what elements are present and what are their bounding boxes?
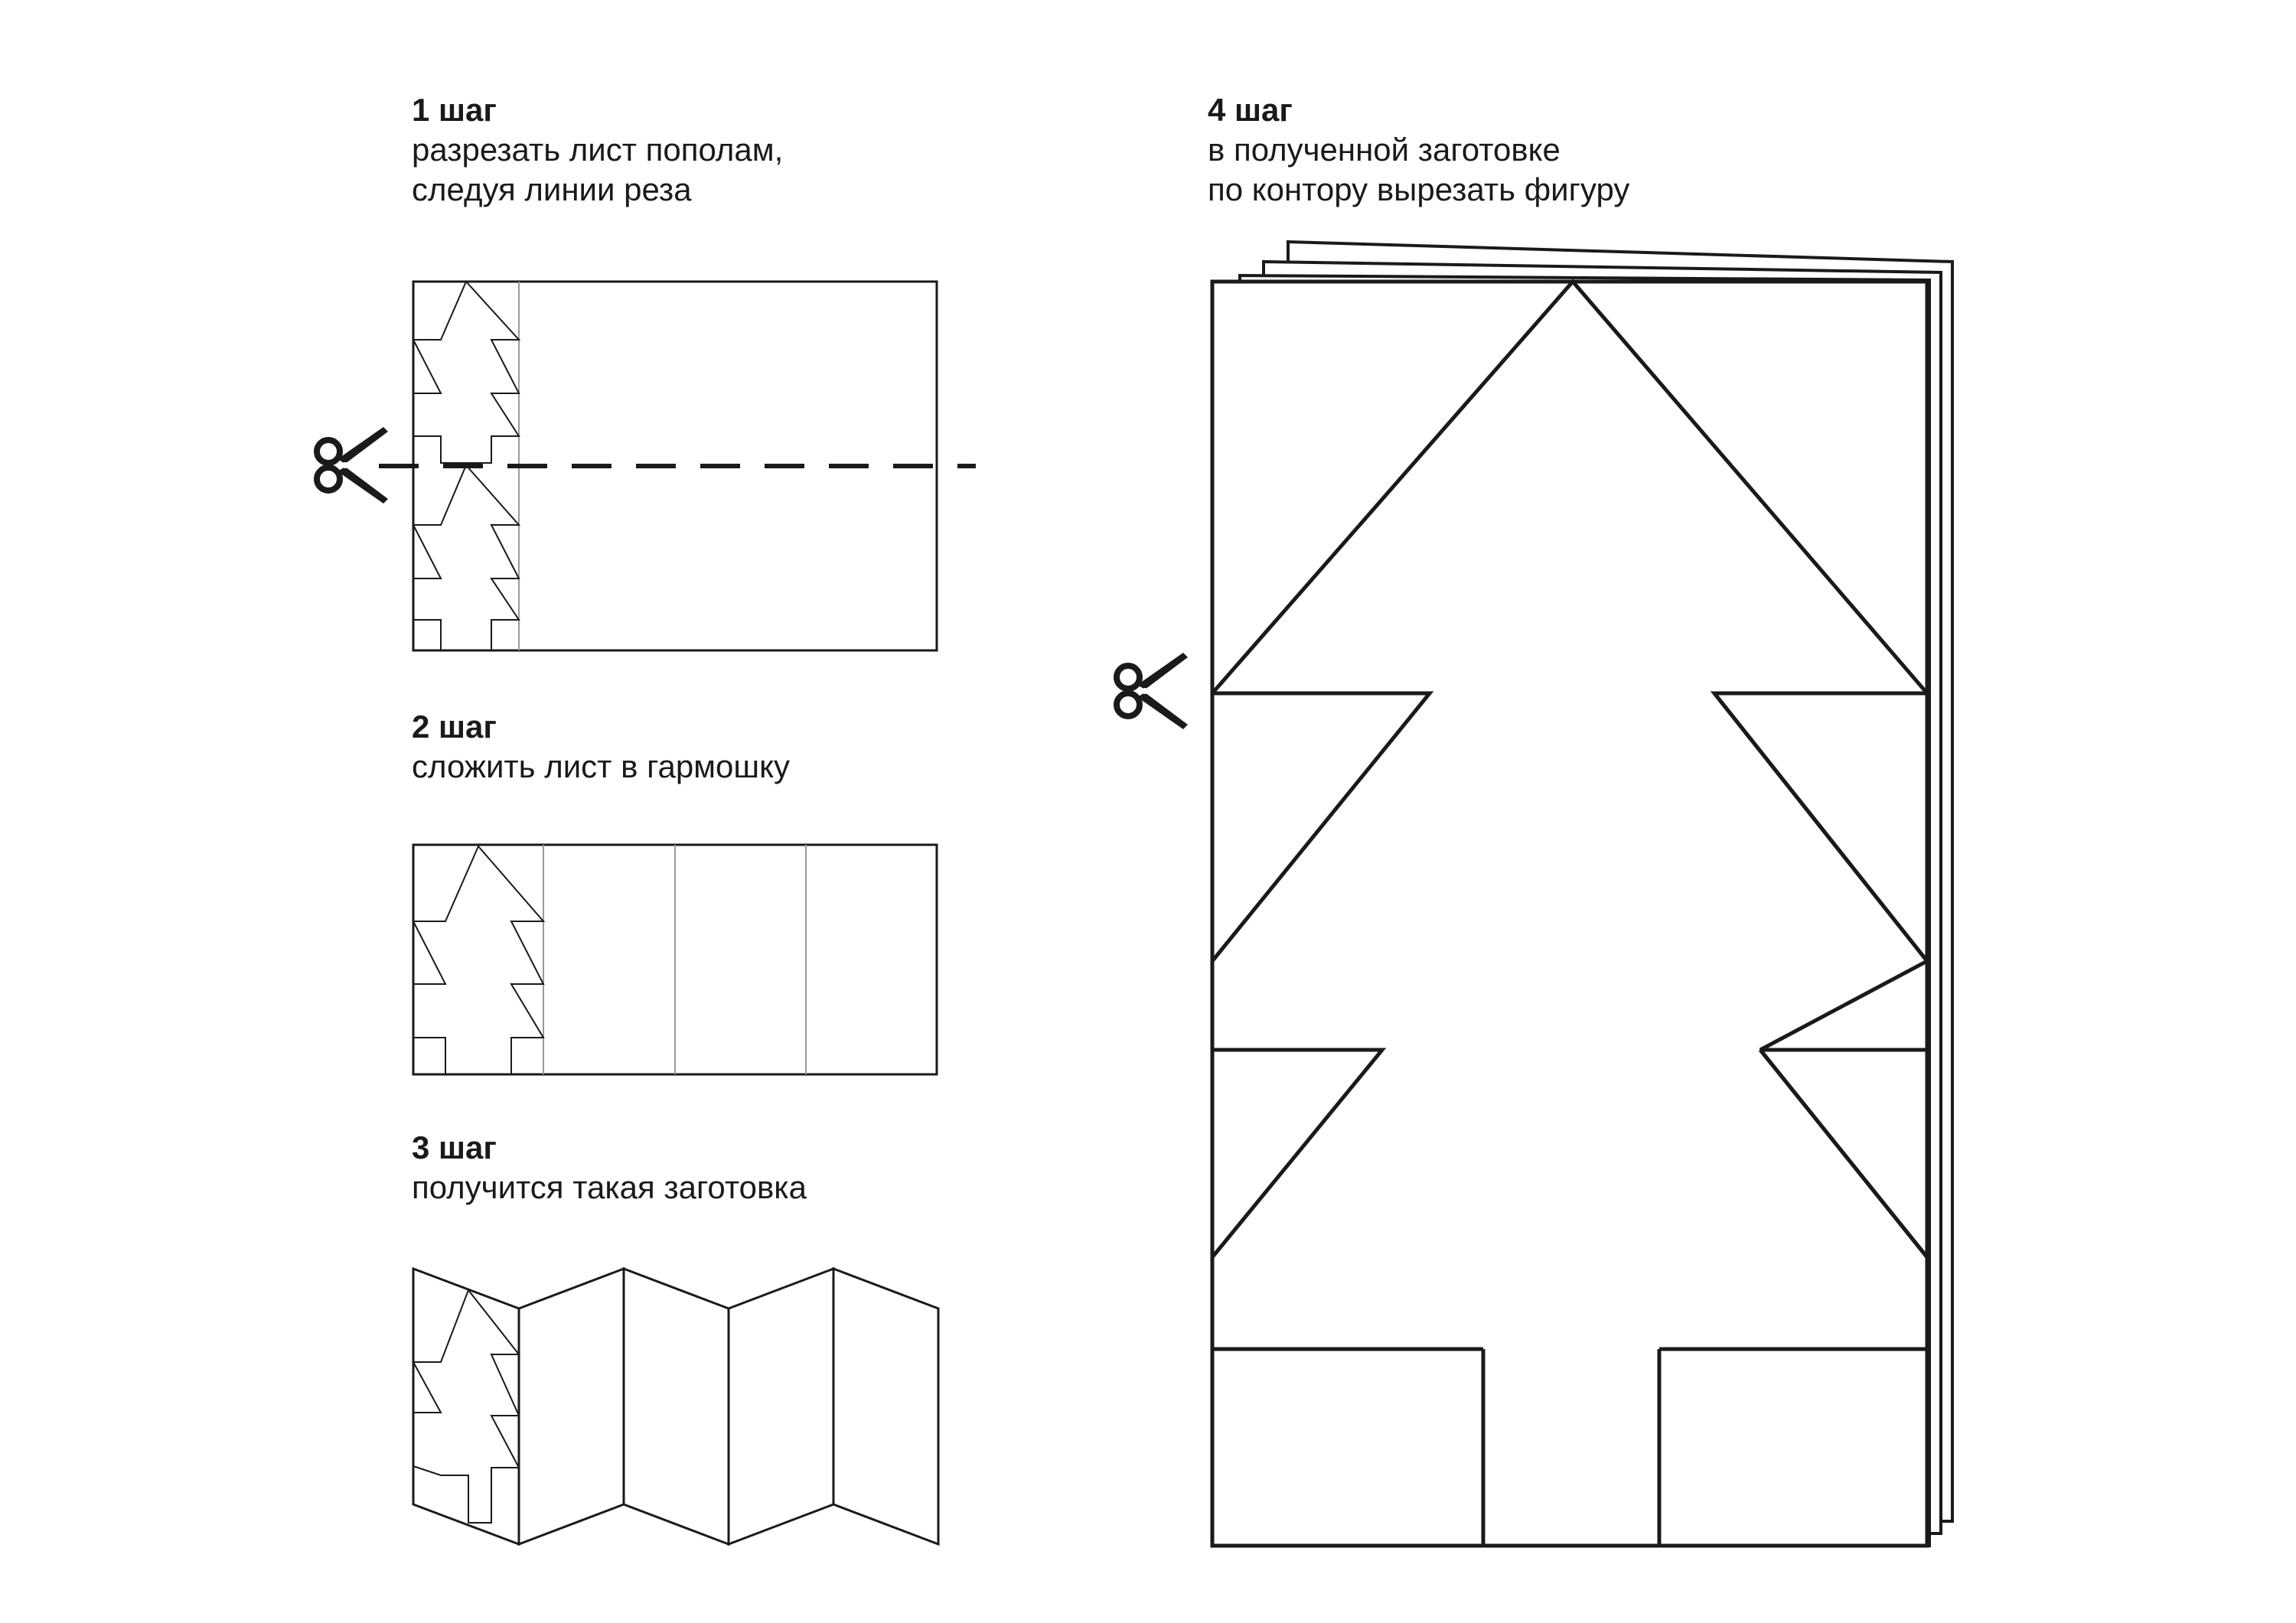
step-2-diagram [413, 845, 937, 1074]
tree-outline-lower [413, 465, 519, 650]
accordion-panel-2 [519, 1269, 624, 1544]
tree-outline-upper [413, 282, 519, 463]
accordion-panel-4 [729, 1269, 833, 1544]
tree-outline [413, 846, 543, 1074]
scissors-icon [317, 427, 388, 504]
scissors-icon [1117, 653, 1188, 729]
accordion-panel-1 [413, 1269, 519, 1544]
accordion-panel-3 [624, 1269, 729, 1544]
step-3-diagram [413, 1269, 938, 1544]
step-1-diagram [379, 282, 976, 650]
step-4-diagram [1212, 242, 1952, 1546]
accordion-panel-5 [833, 1269, 938, 1544]
front-sheet [1212, 282, 1927, 1546]
